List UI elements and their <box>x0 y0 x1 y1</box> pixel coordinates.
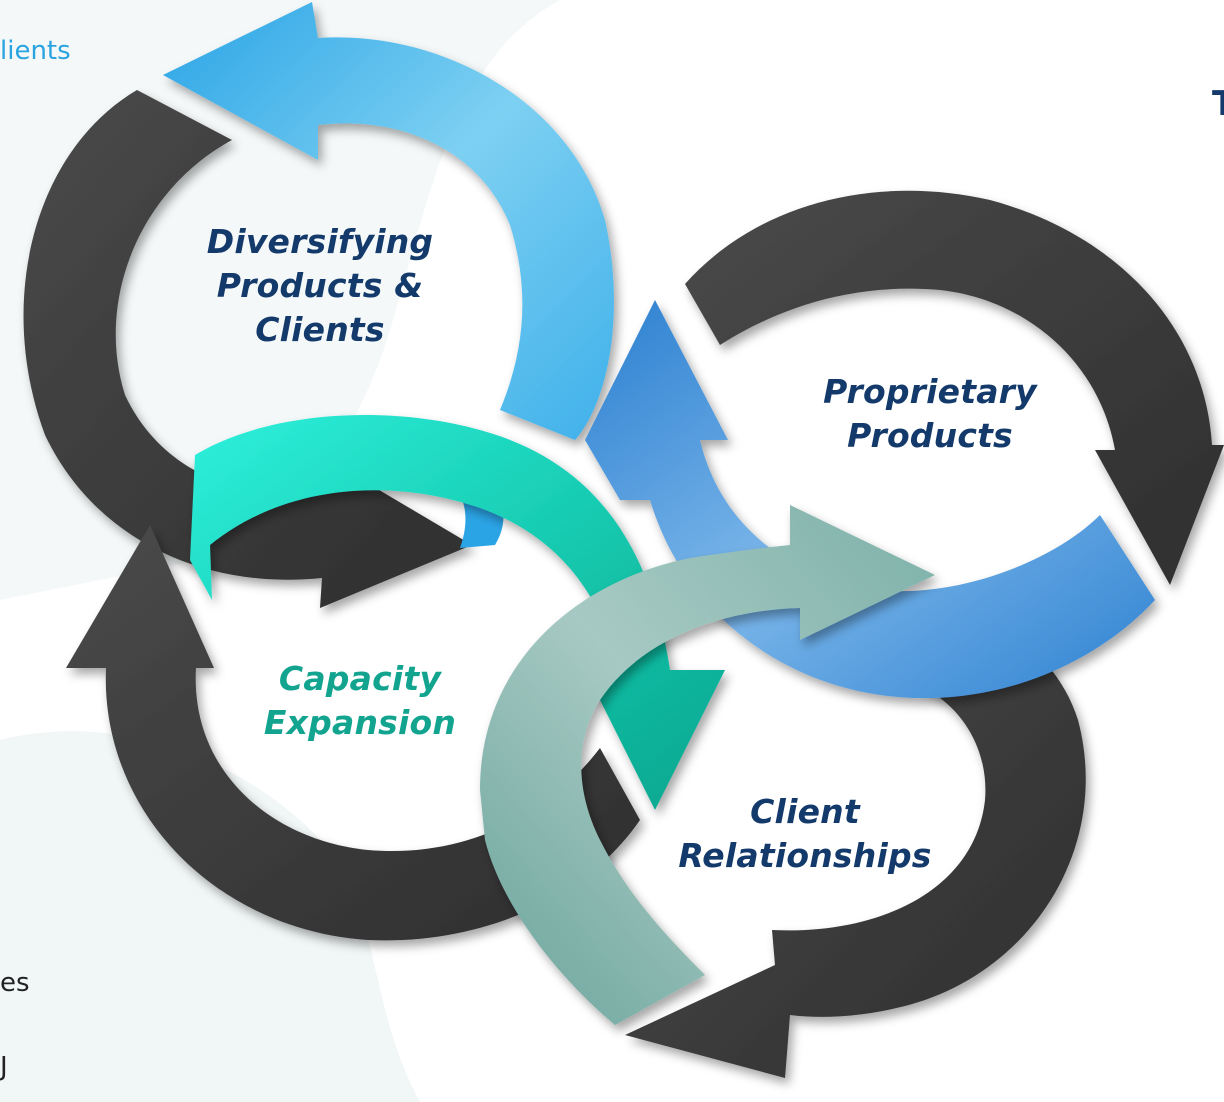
label-line: Capacity <box>278 659 442 698</box>
sage-arrow <box>480 505 935 1025</box>
label-line: Client <box>750 792 860 831</box>
label-capacity: Capacity Expansion <box>210 657 510 745</box>
dark-arrow-diversifying <box>23 90 472 608</box>
label-line: Products & <box>216 266 424 305</box>
label-line: Expansion <box>263 703 457 742</box>
label-line: Diversifying <box>206 222 434 261</box>
top-right-fragment: T <box>1212 84 1224 124</box>
bottom-text-fragment: J <box>0 1052 8 1082</box>
label-relationships: Client Relationships <box>655 790 955 878</box>
label-diversifying: Diversifying Products & Clients <box>170 220 470 352</box>
background-shape <box>0 731 420 1102</box>
label-line: Relationships <box>678 836 932 875</box>
label-line: Products <box>847 416 1013 455</box>
teal-arrow <box>190 415 725 810</box>
label-line: Proprietary <box>823 372 1037 411</box>
corner-text-fragment: lients <box>0 36 71 66</box>
label-proprietary: Proprietary Products <box>780 370 1080 458</box>
dark-arrow-relationships <box>625 603 1086 1078</box>
bottom-text-fragment: es <box>0 968 30 998</box>
dark-arrow-proprietary <box>685 190 1224 585</box>
label-line: Clients <box>255 310 385 349</box>
sky-arrow <box>163 2 614 440</box>
